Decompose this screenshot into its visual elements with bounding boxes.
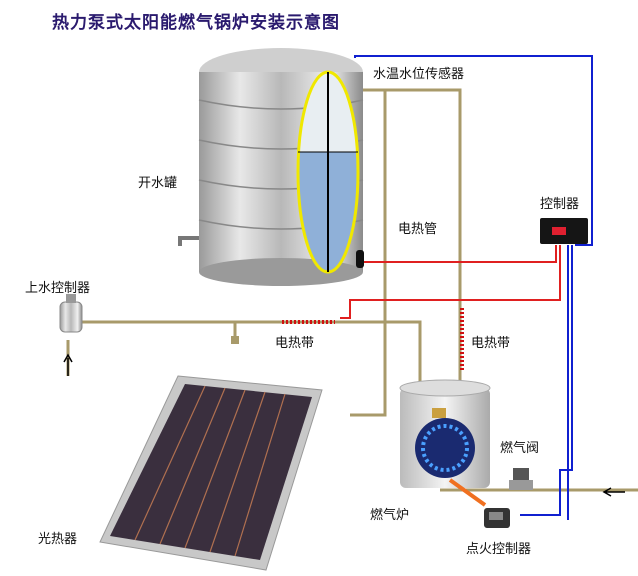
power-wires: [340, 245, 561, 319]
gas-boiler: [399, 379, 491, 507]
ignition-controller-unit: [484, 508, 510, 528]
inlet-arrow-icon: [63, 353, 73, 376]
label-heat-tape-right: 电热带: [471, 336, 511, 351]
label-gas-valve: 燃气阀: [500, 441, 540, 456]
gas-valve-unit: [509, 468, 533, 490]
signal-wires: [354, 55, 593, 520]
label-boiler: 燃气炉: [370, 508, 410, 523]
page-title: 热力泵式太阳能燃气锅炉安装示意图: [52, 13, 340, 33]
sight-glass: [296, 70, 360, 274]
label-inlet-controller: 上水控制器: [25, 281, 91, 296]
label-ignition-controller: 点火控制器: [466, 542, 532, 557]
controller-unit: [540, 218, 588, 244]
label-heater-tube: 电热管: [398, 222, 438, 237]
water-pipes: [65, 88, 638, 492]
pipe-valve: [231, 336, 239, 344]
label-solar-collector: 光热器: [38, 532, 78, 547]
label-controller: 控制器: [540, 197, 580, 212]
inlet-controller-unit: [59, 294, 83, 333]
label-sensor: 水温水位传感器: [373, 67, 465, 82]
tank-faucet: [178, 236, 199, 246]
electric-heater-tube: [356, 250, 364, 268]
label-heat-tape-left: 电热带: [275, 336, 315, 351]
gas-inlet-arrow-icon: [602, 487, 625, 497]
heat-tape: [282, 308, 464, 370]
label-tank: 开水罐: [138, 176, 178, 191]
solar-collector-panel: [99, 375, 323, 571]
